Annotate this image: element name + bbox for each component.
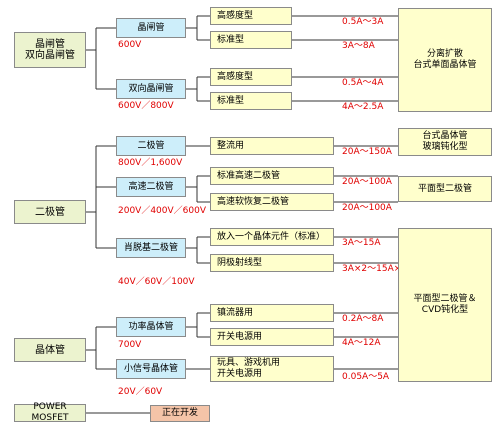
voltage-power-transistor: 700V (118, 340, 142, 350)
sub-diode: 二极管 (116, 136, 186, 156)
category-power-mosfet: POWER MOSFET (14, 402, 86, 423)
item-high-sensitivity-1: 高感度型 (210, 7, 292, 25)
category-diode: 二极管 (14, 200, 86, 224)
voltage-schottky: 40V／60V／100V (118, 277, 195, 287)
current-t4: 4A～2.5A (342, 102, 384, 112)
item-ballast: 镇流器用 (210, 304, 334, 322)
current-d1: 20A～150A (342, 147, 392, 157)
sub-schottky: 肖脱基二极管 (116, 238, 186, 258)
sub-triac: 双向晶闸管 (116, 79, 186, 99)
item-rectifier: 整流用 (210, 137, 334, 155)
item-switching-power: 开关电源用 (210, 328, 334, 346)
current-d4: 3A～15A (342, 238, 381, 248)
current-r1: 0.2A～8A (342, 314, 384, 324)
current-d2: 20A～100A (342, 177, 392, 187)
item-high-sensitivity-2: 高感度型 (210, 68, 292, 86)
item-cathode-ray: 阴极射线型 (210, 254, 334, 272)
item-standard-2: 标准型 (210, 92, 292, 110)
current-t3: 0.5A～4A (342, 78, 384, 88)
current-d5: 3A×2～15A×2 (342, 264, 408, 274)
current-d3: 20A～100A (342, 203, 392, 213)
status-under-development: 正在开发 (150, 405, 210, 422)
category-thyristor: 晶闸管 双向晶闸管 (14, 32, 86, 68)
sub-small-signal-transistor: 小信号晶体管 (116, 359, 186, 379)
package-planar-diode: 平面型二极管 (398, 176, 492, 202)
current-r3: 0.05A～5A (342, 372, 390, 382)
voltage-fast-diode: 200V／400V／600V (118, 206, 207, 216)
category-transistor: 晶体管 (14, 338, 86, 362)
voltage-diode: 800V／1,600V (118, 158, 183, 168)
current-t1: 0.5A～3A (342, 17, 384, 27)
current-t2: 3A～8A (342, 41, 375, 51)
current-r2: 4A～12A (342, 338, 381, 348)
package-mesa-glass: 台式晶体管 玻璃钝化型 (398, 128, 492, 156)
item-standard-1: 标准型 (210, 31, 292, 49)
item-single-element: 放入一个晶体元件（标准） (210, 228, 334, 246)
sub-thyristor: 晶闸管 (116, 18, 186, 38)
voltage-small-signal-transistor: 20V／60V (118, 387, 163, 397)
package-planar-cvd: 平面型二极管＆ CVD钝化型 (398, 228, 492, 382)
sub-fast-diode: 高速二极管 (116, 177, 186, 197)
voltage-thyristor: 600V (118, 40, 142, 50)
sub-power-transistor: 功率晶体管 (116, 317, 186, 337)
item-standard-fast-diode: 标准高速二极管 (210, 167, 334, 185)
item-toys-switching-power: 玩具、游戏机用 开关电源用 (210, 356, 334, 382)
item-soft-recovery-diode: 高速软恢复二极管 (210, 193, 334, 211)
package-separated-diffusion: 分离扩散 台式单面晶体管 (398, 8, 492, 112)
voltage-triac: 600V／800V (118, 101, 174, 111)
